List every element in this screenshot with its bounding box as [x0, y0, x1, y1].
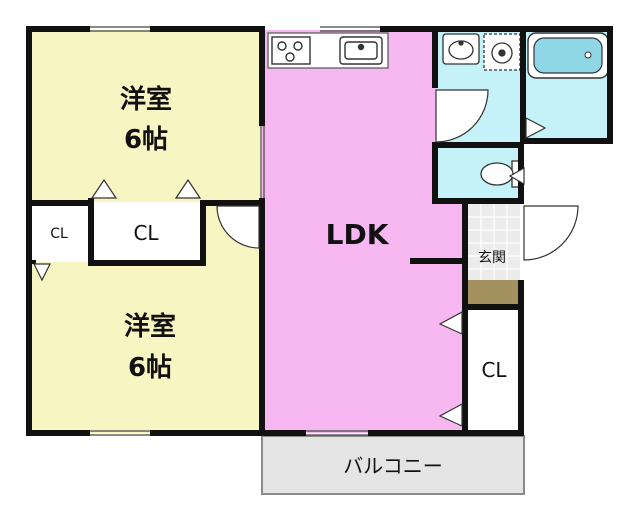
stove-icon: [271, 36, 311, 65]
ldk-label: LDK: [326, 218, 390, 251]
washbasin-icon: [442, 33, 480, 65]
closet-small-label: CL: [50, 226, 68, 242]
bedroom-top-floor: [30, 30, 262, 202]
kitchen-sink-icon: [339, 36, 383, 65]
genkan-step-floor: [468, 280, 520, 306]
balcony-floor: [261, 435, 525, 495]
bathtub-icon: [527, 32, 609, 79]
closet-right-label: CL: [481, 358, 507, 382]
kitchen-counter: [267, 32, 389, 69]
closet-top-label: CL: [133, 221, 159, 245]
bedroom-bottom-name: 洋室: [124, 311, 176, 342]
windows: [90, 26, 380, 436]
bedroom-top-name: 洋室: [120, 84, 172, 115]
genkan-tile-grid: [468, 204, 520, 280]
ldk-floor: [262, 30, 436, 433]
closet-right-floor: [465, 310, 520, 433]
closet-top-floor: [90, 204, 202, 262]
washing-machine-icon: [483, 33, 521, 71]
balcony-label: バルコニー: [343, 454, 443, 478]
genkan-label: 玄関: [478, 249, 506, 266]
bedroom-bottom-size: 6帖: [128, 353, 172, 383]
walls: [26, 26, 613, 436]
closet-small-floor: [30, 204, 88, 262]
doors: [33, 89, 579, 427]
bedroom-top-size: 6帖: [124, 125, 168, 155]
